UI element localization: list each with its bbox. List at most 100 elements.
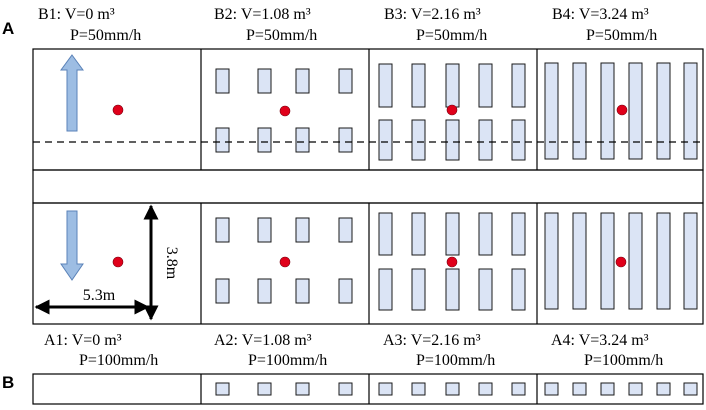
block-strip-4-6 (683, 382, 698, 396)
bottom-row-frame (32, 202, 704, 325)
block-strip-3-1 (378, 382, 393, 396)
block-b3-upper-3 (445, 63, 460, 108)
block-strip-4-2 (572, 382, 587, 396)
block-b4-3 (600, 62, 615, 160)
block-a3-lower-4 (478, 268, 493, 311)
block-strip-2-4 (338, 382, 353, 396)
caption-a1-volume: A1: V=0 m³ (44, 332, 122, 349)
block-strip-3-2 (411, 382, 426, 396)
caption-b1-volume: B1: V=0 m³ (38, 6, 115, 23)
block-strip-3-3 (445, 382, 460, 396)
sensor-dot-a3 (446, 256, 458, 268)
height-dimension-label: 3.8m (163, 247, 180, 280)
caption-a2-volume: A2: V=1.08 m³ (214, 332, 312, 349)
block-a3-lower-3 (445, 268, 460, 311)
block-b3-upper-1 (378, 63, 393, 108)
block-b2-upper-2 (257, 68, 272, 94)
block-b3-lower-1 (378, 119, 393, 161)
block-a3-lower-5 (511, 268, 526, 311)
caption-a4-volume: A4: V=3.24 m³ (551, 332, 649, 349)
street-band-frame (32, 169, 704, 204)
sensor-dot-b3 (446, 104, 458, 116)
block-strip-4-3 (600, 382, 615, 396)
block-b2-lower-4 (338, 127, 353, 153)
panel-letter-b: B (2, 373, 14, 392)
caption-a1-rate: P=100mm/h (79, 352, 158, 369)
block-a4-1 (544, 212, 559, 310)
block-strip-2-1 (215, 382, 230, 396)
caption-b4-rate: P=50mm/h (586, 27, 657, 44)
block-a2-lower-4 (338, 278, 353, 304)
block-strip-4-1 (544, 382, 559, 396)
sensor-dot-a1 (112, 256, 124, 268)
caption-a2-rate: P=100mm/h (248, 352, 327, 369)
sensor-dot-a4 (615, 256, 627, 268)
caption-a3-rate: P=100mm/h (416, 352, 495, 369)
block-b2-lower-3 (295, 127, 310, 153)
block-b4-2 (572, 62, 587, 160)
sensor-dot-b1 (112, 104, 124, 116)
block-b3-upper-4 (478, 63, 493, 108)
sensor-dot-b4 (616, 104, 628, 116)
building-blocks (112, 62, 698, 396)
block-a2-upper-2 (257, 217, 272, 243)
block-b3-lower-4 (478, 119, 493, 161)
block-a3-upper-1 (378, 212, 393, 256)
block-b3-lower-2 (411, 119, 426, 161)
block-a2-lower-1 (215, 278, 230, 304)
flow-arrow-up-icon (60, 54, 84, 132)
block-strip-3-4 (478, 382, 493, 396)
block-a2-upper-4 (338, 217, 353, 243)
block-a3-upper-4 (478, 212, 493, 256)
block-a2-upper-3 (295, 217, 310, 243)
block-a4-6 (683, 212, 698, 310)
block-b3-upper-2 (411, 63, 426, 108)
flow-arrow-down-icon (60, 210, 84, 281)
panel-b-frame (32, 373, 704, 405)
block-strip-2-3 (295, 382, 310, 396)
block-b4-6 (683, 62, 698, 160)
block-a3-upper-5 (511, 212, 526, 256)
block-b3-lower-3 (445, 119, 460, 161)
block-strip-4-4 (628, 382, 643, 396)
block-a3-upper-3 (445, 212, 460, 256)
block-b2-upper-1 (215, 68, 230, 94)
caption-b4-volume: B4: V=3.24 m³ (552, 6, 649, 23)
caption-a3-volume: A3: V=2.16 m³ (383, 332, 481, 349)
sensor-dot-b2 (279, 105, 291, 117)
block-b3-upper-5 (511, 63, 526, 108)
block-a2-lower-3 (295, 278, 310, 304)
block-strip-2-2 (257, 382, 272, 396)
block-a3-upper-2 (411, 212, 426, 256)
block-a3-lower-1 (378, 268, 393, 311)
caption-b2-volume: B2: V=1.08 m³ (214, 6, 311, 23)
bottom-row-captions: A1: V=0 m³ A2: V=1.08 m³ P=100mm/h A3: V… (44, 332, 663, 369)
block-strip-4-5 (656, 382, 671, 396)
block-a4-4 (628, 212, 643, 310)
caption-a4-rate: P=100mm/h (584, 352, 663, 369)
width-dimension-label: 5.3m (83, 287, 116, 304)
block-a3-lower-2 (411, 268, 426, 311)
block-b4-5 (656, 62, 671, 160)
caption-b1-rate: P=50mm/h (70, 27, 141, 44)
block-b3-lower-5 (511, 119, 526, 161)
block-a2-lower-2 (257, 278, 272, 304)
block-b2-lower-2 (257, 127, 272, 153)
block-a4-3 (600, 212, 615, 310)
block-b2-upper-3 (295, 68, 310, 94)
caption-b3-volume: B3: V=2.16 m³ (384, 6, 481, 23)
block-b4-1 (544, 62, 559, 160)
sensor-dot-a2 (279, 256, 291, 268)
block-b4-4 (628, 62, 643, 160)
block-b2-upper-4 (338, 68, 353, 94)
block-strip-3-5 (511, 382, 526, 396)
caption-b3-rate: P=50mm/h (416, 27, 487, 44)
top-row-captions: B1: V=0 m³ P=50mm/h B2: V=1.08 m³ P=50mm… (38, 6, 657, 44)
block-a2-upper-1 (215, 217, 230, 243)
block-a4-5 (656, 212, 671, 310)
block-a4-2 (572, 212, 587, 310)
caption-b2-rate: P=50mm/h (246, 27, 317, 44)
panel-letter-a: A (2, 19, 14, 38)
block-b2-lower-1 (215, 127, 230, 153)
